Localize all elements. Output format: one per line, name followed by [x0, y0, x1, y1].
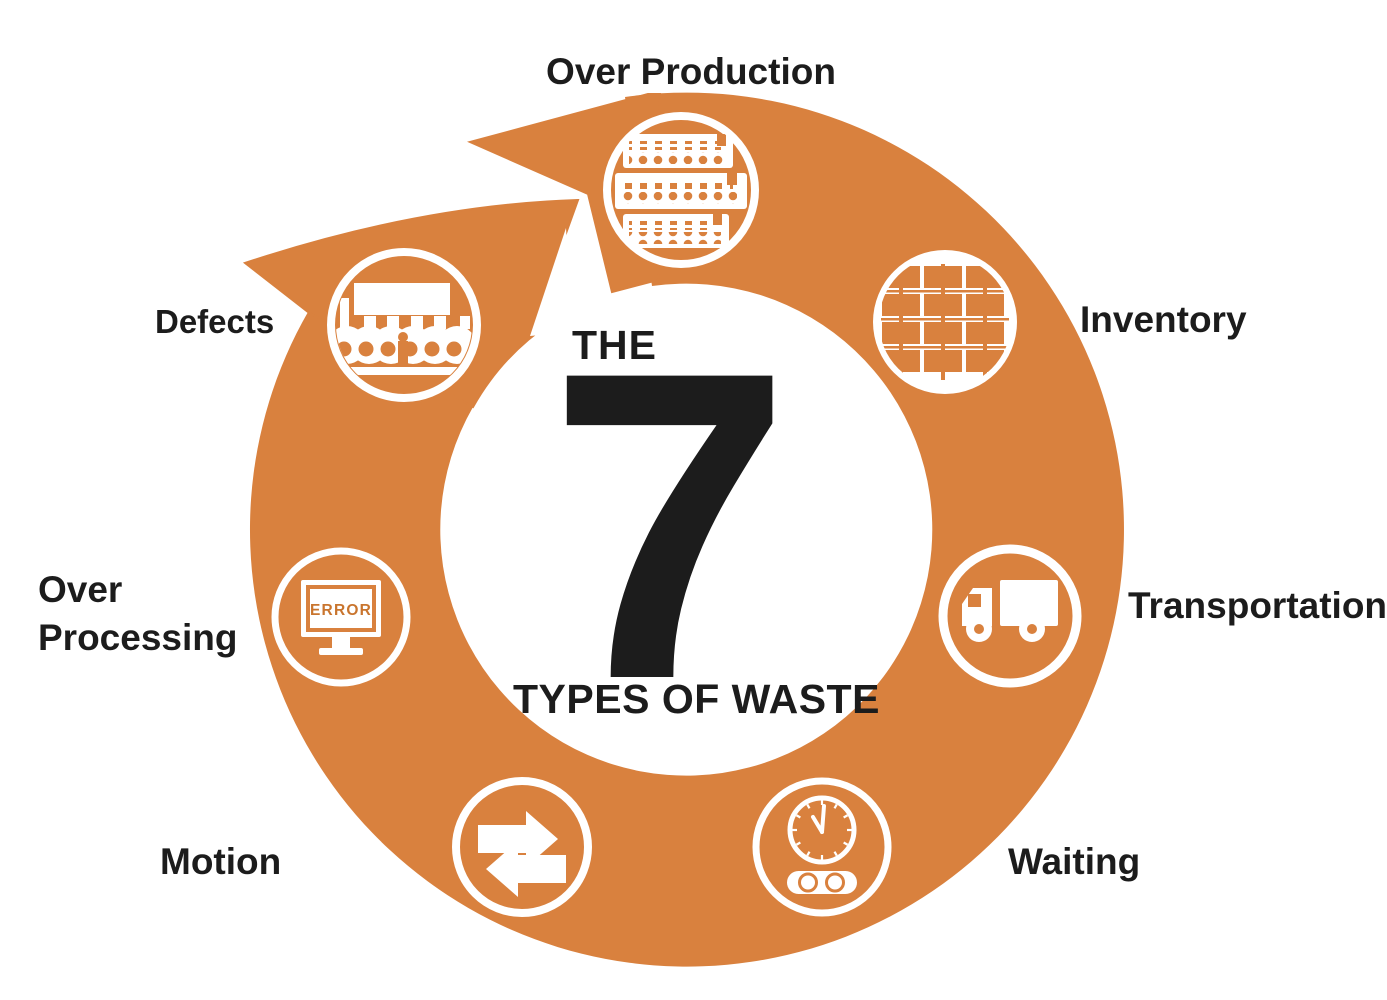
ring-tail	[467, 93, 662, 294]
error-text: ERROR	[310, 602, 372, 619]
truck-icon	[938, 544, 1082, 688]
label-defects: Defects	[155, 303, 275, 340]
label-over-production: Over Production	[546, 51, 836, 92]
clock-conveyor-icon	[752, 777, 892, 917]
double-arrows-icon	[452, 777, 592, 917]
production-line-glyph	[336, 283, 472, 375]
icon-circle	[271, 547, 411, 687]
center-title-number: 7	[548, 280, 792, 770]
stacked-products-icon	[603, 112, 759, 268]
conveyor-glyph	[785, 869, 859, 896]
icon-circle	[327, 248, 481, 402]
arrow-left-glyph	[486, 841, 566, 897]
icon-circle	[938, 544, 1082, 688]
center-title-the: THE	[572, 322, 657, 368]
monitor-glyph: ERROR	[301, 580, 381, 655]
label-transportation: Transportation	[1128, 585, 1387, 626]
label-over-processing-line2: Processing	[38, 617, 238, 658]
arrow-right-glyph	[478, 811, 558, 867]
stacked-products-glyph	[615, 134, 747, 248]
stacked-crates-glyph	[881, 264, 1009, 380]
icon-circle	[752, 777, 892, 917]
center-title-subtitle: TYPES OF WASTE	[513, 676, 880, 722]
label-inventory: Inventory	[1080, 299, 1247, 340]
production-line-icon	[327, 248, 481, 402]
error-monitor-icon: ERROR	[271, 547, 411, 687]
truck-glyph	[962, 580, 1058, 642]
label-waiting: Waiting	[1008, 841, 1141, 882]
label-over-processing-line1: Over	[38, 569, 123, 610]
label-motion: Motion	[160, 841, 282, 882]
icon-circle	[452, 777, 592, 917]
clock-glyph	[787, 795, 857, 865]
label-over-processing: Over Processing	[38, 566, 237, 662]
arrowhead-notch	[530, 228, 572, 336]
stacked-crates-icon	[873, 250, 1017, 394]
